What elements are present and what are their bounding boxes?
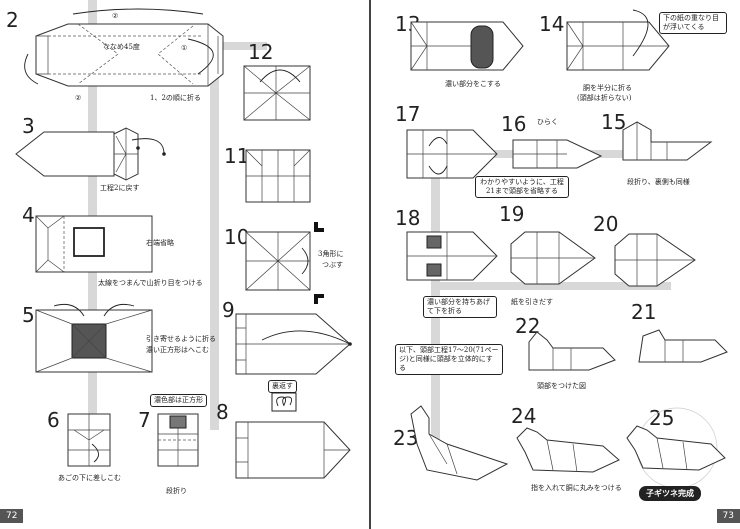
step-12-diagram [243,65,311,121]
step-number: 24 [511,404,537,428]
step-number: 7 [138,408,151,432]
step-6-note: あごの下に差しこむ [58,474,121,482]
step-15-diagram [622,121,713,161]
left-page: 2 ② ななめ45度 ① ② 1、2の順に折る 3 工程2に戻す 4 右端省略 … [0,0,369,529]
step-2-marker: ② [112,12,119,20]
step-number: 19 [499,202,525,226]
reference-callout: 以下、頭部工程17〜20(71ページ)と同様に頭部を立体的にする [395,344,503,376]
step-9-diagram [235,313,352,375]
step-2-note: 1、2の順に折る [150,94,201,102]
step-5-diagram [35,303,153,373]
step-number: 21 [631,300,657,324]
step-21-diagram [638,329,728,363]
step-16-callout: わかりやすいように、工程21まで頭部を省略する [475,176,569,199]
page-number: 73 [716,509,740,523]
step-number: 8 [216,400,229,424]
step-4-note: 太線をつまんで山折り目をつける [98,279,203,287]
flow-path [210,50,219,430]
step-2-note: ななめ45度 [103,43,140,51]
step-3-note: 工程2に戻す [100,184,140,192]
step-16-diagram [512,139,603,169]
step-13-note: 濃い部分をこする [445,80,501,88]
step-7-note: 段折り [166,487,187,495]
step-number: 3 [22,114,35,138]
step-5-note: 濃い正方形はへこむ [146,346,209,354]
step-number: 11 [224,144,250,168]
step-13-diagram [410,21,524,71]
step-8-diagram [235,421,351,479]
step-14-note: 胴を半分に折る [583,84,632,92]
step-number: 5 [22,303,35,327]
step-10-note: つぶす [322,261,343,269]
step-18-diagram [406,231,498,281]
step-number: 4 [22,203,35,227]
book-spine [369,0,371,529]
step-7-diagram [157,413,199,467]
flip-icon [271,392,297,412]
step-22-note: 頭部をつけた図 [537,382,586,390]
push-arrow-icon [314,216,330,232]
step-10-diagram [245,231,311,291]
step-10-note: 3角形に [318,250,344,258]
step-6-diagram [67,413,111,467]
step-19-diagram [510,231,596,285]
step-number: 10 [224,225,250,249]
step-5-note: 引き寄せるように折る [146,335,216,343]
step-number: 23 [393,426,419,450]
page-number: 72 [0,509,24,523]
step-number: 12 [248,40,274,64]
step-3-diagram [15,127,166,181]
step-22-diagram [528,331,616,371]
step-20-diagram [614,233,696,287]
step-24-diagram [516,427,620,473]
step-17-diagram [406,129,498,179]
step-number: 20 [593,212,619,236]
step-number: 25 [649,406,675,430]
step-4-diagram [35,215,153,273]
push-arrow-icon [314,294,330,310]
completion-label: 子ギツネ完成 [639,486,701,501]
step-number: 15 [601,110,627,134]
step-2-marker: ① [181,44,188,52]
step-16-note: ひらく [537,118,558,126]
step-19-note: 紙を引きだす [511,298,553,306]
step-2-diagram [24,8,224,87]
step-14-callout: 下の紙の重なり目が浮いてくる [659,12,727,35]
right-page: 13 濃い部分をこする 14 下の紙の重なり目が浮いてくる 胴を半分に折る (頭… [371,0,740,529]
step-14-diagram [566,9,670,71]
step-number: 22 [515,314,541,338]
step-number: 6 [47,408,60,432]
step-11-diagram [245,149,311,203]
step-number: 16 [501,112,527,136]
step-2-marker: ② [75,94,82,102]
step-23-diagram [410,405,509,481]
step-18-callout: 濃い部分を持ちあげて下を折る [423,296,497,319]
step-7-callout: 濃色部は正方形 [150,394,207,408]
flip-over-callout: 裏返す [268,380,297,394]
step-15-note: 段折り、裏側も同様 [627,178,690,186]
step-14-note: (頭部は折らない) [577,94,632,102]
step-number: 18 [395,206,421,230]
step-24-note: 指を入れて胴に丸みをつける [531,484,622,492]
step-25-diagram [626,407,726,489]
step-4-note: 右端省略 [146,239,174,247]
step-number: 9 [222,298,235,322]
step-number: 2 [6,8,19,32]
step-number: 14 [539,12,565,36]
step-number: 17 [395,102,421,126]
flow-path [431,282,671,290]
